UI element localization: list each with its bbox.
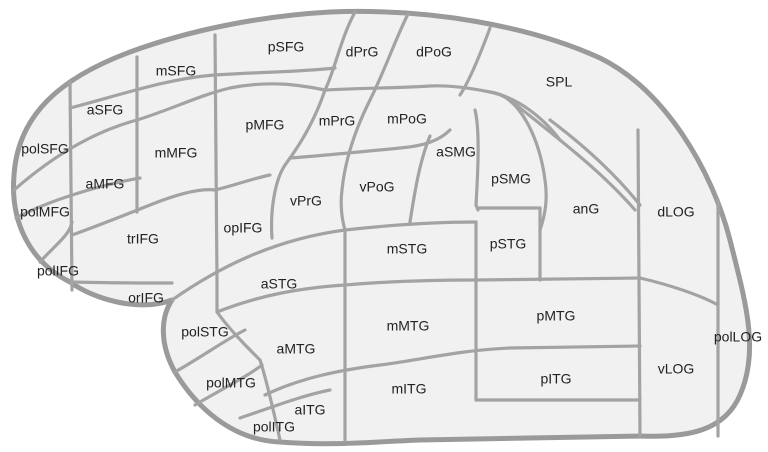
label-orIFG: orIFG bbox=[128, 290, 164, 306]
label-vPoG: vPoG bbox=[359, 179, 394, 195]
label-pSTG: pSTG bbox=[490, 236, 527, 252]
label-SPL: SPL bbox=[546, 74, 573, 90]
label-mPrG: mPrG bbox=[319, 113, 356, 129]
region-labels: pSFG dPrG dPoG mSFG SPL aSFG pMFG mPrG m… bbox=[20, 39, 762, 435]
label-mSTG: mSTG bbox=[387, 241, 427, 257]
label-polSTG: polSTG bbox=[181, 324, 228, 340]
label-polIFG: polIFG bbox=[37, 263, 79, 279]
label-mMTG: mMTG bbox=[387, 318, 430, 334]
region-boundaries bbox=[12, 10, 720, 442]
label-opIFG: opIFG bbox=[224, 220, 263, 236]
label-polMFG: polMFG bbox=[20, 204, 70, 220]
label-dPrG: dPrG bbox=[346, 44, 379, 60]
label-vPrG: vPrG bbox=[290, 193, 322, 209]
label-mITG: mITG bbox=[392, 381, 427, 397]
label-polSFG: polSFG bbox=[21, 141, 68, 157]
label-aITG: aITG bbox=[294, 402, 325, 418]
label-mMFG: mMFG bbox=[155, 145, 198, 161]
label-aSFG: aSFG bbox=[87, 102, 124, 118]
label-aMTG: aMTG bbox=[277, 341, 316, 357]
label-polLOG: polLOG bbox=[714, 329, 762, 345]
label-mPoG: mPoG bbox=[387, 111, 427, 127]
label-trIFG: trIFG bbox=[127, 231, 159, 247]
label-aSMG: aSMG bbox=[436, 144, 476, 160]
label-polMTG: polMTG bbox=[206, 375, 256, 391]
label-anG: anG bbox=[573, 201, 599, 217]
label-pSMG: pSMG bbox=[491, 171, 531, 187]
label-pMFG: pMFG bbox=[246, 117, 285, 133]
label-dPoG: dPoG bbox=[416, 44, 452, 60]
label-vLOG: vLOG bbox=[658, 361, 695, 377]
label-aSTG: aSTG bbox=[261, 276, 298, 292]
label-dLOG: dLOG bbox=[657, 204, 694, 220]
label-aMFG: aMFG bbox=[86, 176, 125, 192]
label-pSFG: pSFG bbox=[268, 39, 305, 55]
label-pITG: pITG bbox=[540, 371, 571, 387]
label-polITG: polITG bbox=[253, 419, 295, 435]
label-mSFG: mSFG bbox=[156, 63, 196, 79]
label-pMTG: pMTG bbox=[537, 308, 576, 324]
